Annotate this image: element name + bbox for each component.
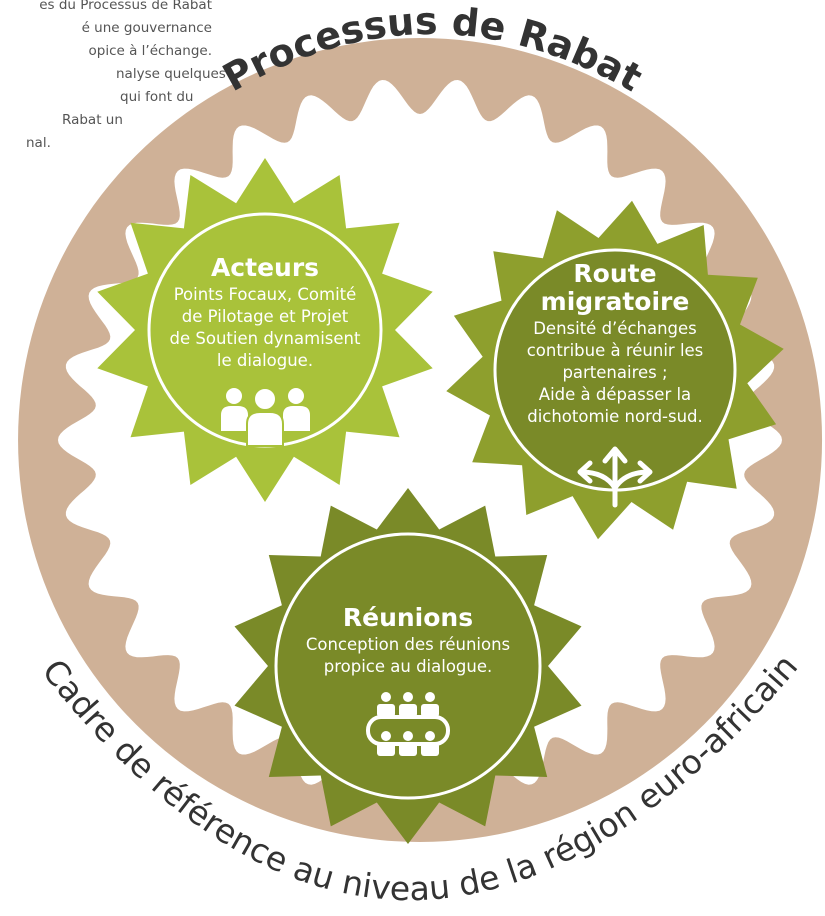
crossroads-arrows-icon: [577, 446, 653, 508]
intro-paragraph: es du Processus de Rabat é une gouvernan…: [0, 0, 226, 155]
route-text: Route migratoire Densité d’échanges cont…: [527, 259, 704, 426]
acteurs-line: Points Focaux, Comité: [174, 285, 357, 304]
route-line: partenaires ;: [562, 363, 667, 382]
intro-line: opice à l’échange.: [88, 43, 212, 59]
intro-line: nal.: [26, 135, 51, 151]
intro-line: nalyse quelques: [116, 66, 226, 82]
acteurs-line: de Soutien dynamisent: [170, 329, 361, 348]
route-title: migratoire: [541, 287, 690, 316]
reunions-line: propice au dialogue.: [324, 657, 493, 676]
route-line: dichotomie nord-sud.: [527, 407, 703, 426]
route-title: Route: [573, 259, 656, 288]
route-line: Densité d’échanges: [533, 319, 697, 338]
reunions-line: Conception des réunions: [306, 635, 510, 654]
route-line: Aide à dépasser la: [539, 385, 691, 404]
route-line: contribue à réunir les: [527, 341, 704, 360]
acteurs-line: le dialogue.: [217, 351, 313, 370]
acteurs-text: Acteurs Points Focaux, Comité de Pilotag…: [170, 253, 361, 370]
meeting-table-icon: [366, 692, 450, 756]
reunions-title: Réunions: [343, 603, 473, 632]
intro-line: es du Processus de Rabat: [39, 0, 212, 13]
intro-line: qui font du: [120, 89, 194, 105]
acteurs-title: Acteurs: [211, 253, 319, 282]
intro-line: é une gouvernance: [81, 20, 212, 36]
intro-line: Rabat un: [62, 112, 123, 128]
people-group-icon: [221, 387, 310, 447]
reunions-gear-hub: [274, 532, 542, 800]
acteurs-line: de Pilotage et Projet: [182, 307, 349, 326]
reunions-text: Réunions Conception des réunions propice…: [306, 603, 510, 676]
